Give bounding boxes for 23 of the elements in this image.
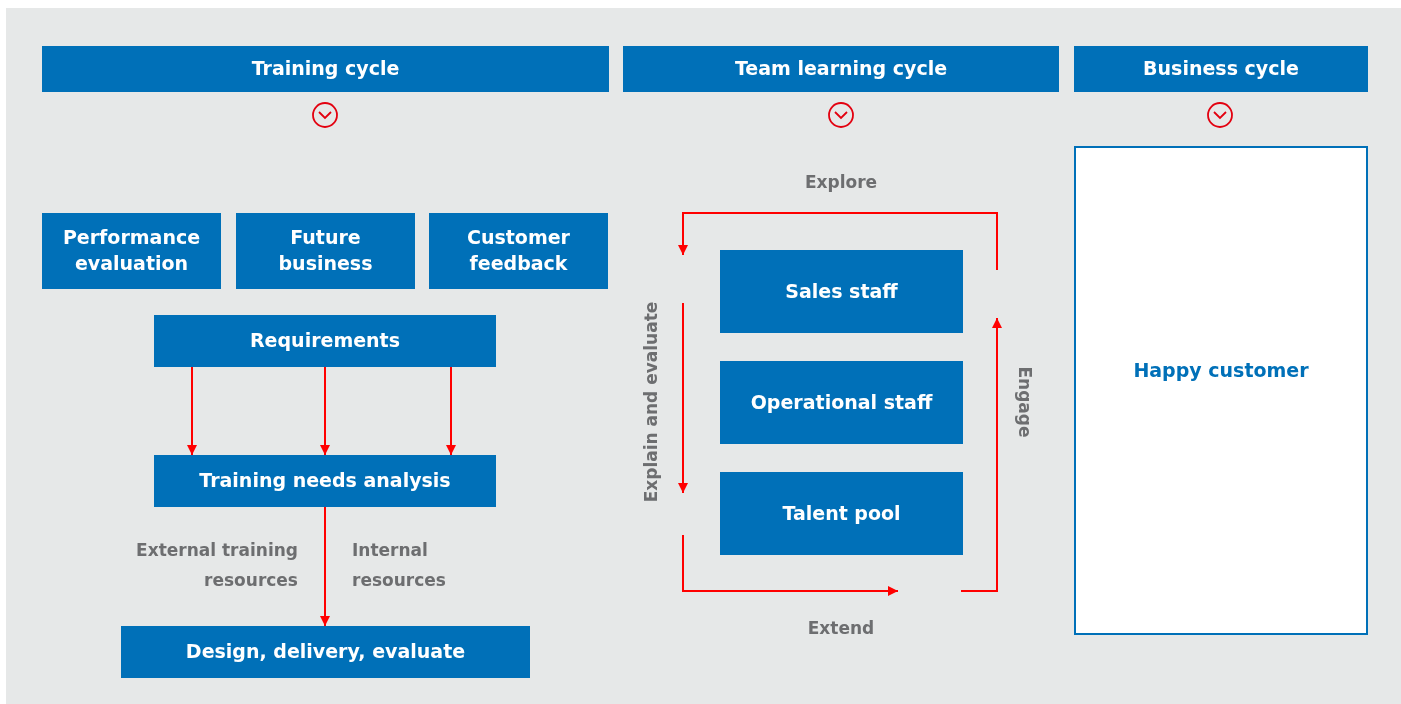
process-box: Requirements	[154, 315, 496, 367]
process-box: Future business	[236, 213, 415, 289]
cycle-label: Extend	[807, 617, 875, 640]
outcome-box: Happy customer	[1074, 146, 1368, 635]
cycle-label: Explain and evaluate	[640, 301, 662, 503]
process-box: Talent pool	[720, 472, 963, 555]
header-bar: Business cycle	[1074, 46, 1368, 92]
arrow	[320, 366, 330, 456]
process-box: Performance evaluation	[42, 213, 221, 289]
arrow	[187, 366, 197, 456]
header-bar: Team learning cycle	[623, 46, 1059, 92]
arrow	[446, 366, 456, 456]
cycle-label: Engage	[1014, 366, 1036, 438]
process-box: Customer feedback	[429, 213, 608, 289]
resource-label: External training resources	[135, 539, 298, 592]
cycle-label: Explore	[804, 171, 878, 194]
process-box: Training needs analysis	[154, 455, 496, 507]
process-box: Operational staff	[720, 361, 963, 444]
process-box: Design, delivery, evaluate	[121, 626, 530, 678]
process-box: Sales staff	[720, 250, 963, 333]
header-bar: Training cycle	[42, 46, 609, 92]
arrow	[320, 506, 330, 627]
resource-label: Internal resources	[352, 539, 447, 592]
